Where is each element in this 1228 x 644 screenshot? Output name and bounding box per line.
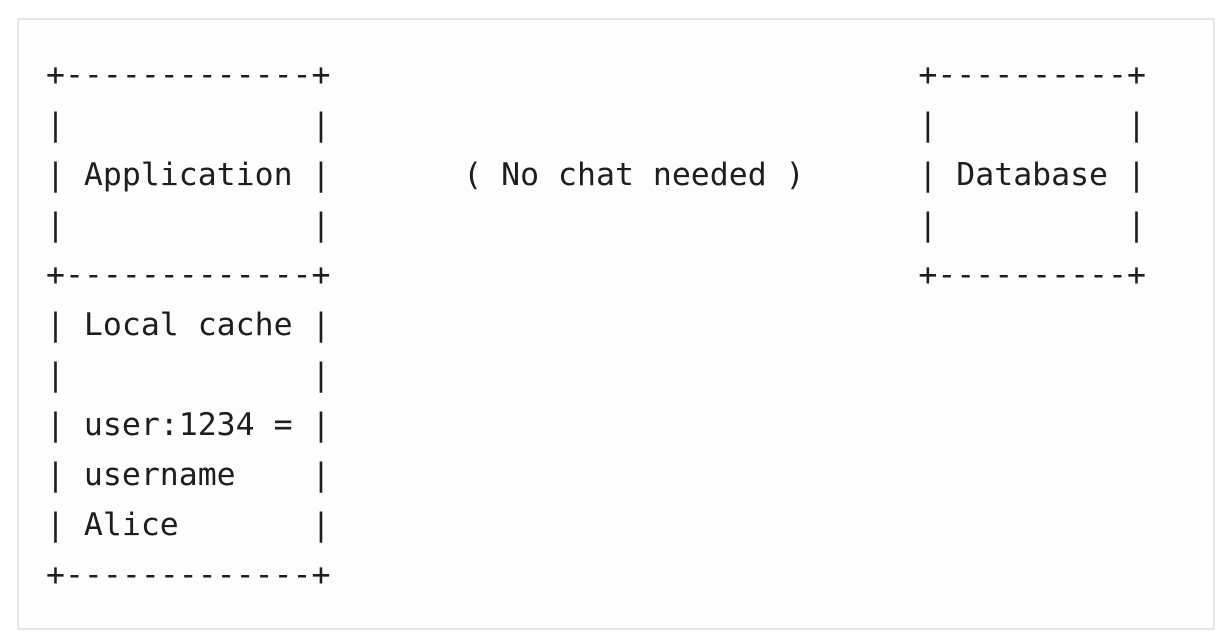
diagram-line-cache-key: | user:1234 = | [46, 407, 331, 443]
diagram-line-local-cache: | Local cache | [46, 307, 331, 343]
diagram-line-padding-2: | | | | [46, 207, 1146, 243]
diagram-line-bottom-border: +-------------+ [46, 557, 331, 593]
diagram-line-padding-1: | | | | [46, 107, 1146, 143]
diagram-frame [17, 18, 1215, 630]
diagram-line-cache-value: | Alice | [46, 507, 331, 543]
diagram-line-mid-borders: +-------------+ +----------+ [46, 257, 1146, 293]
diagram-line-cache-field: | username | [46, 457, 331, 493]
ascii-diagram: +-------------+ +----------+ | | | | | App… [46, 50, 1146, 600]
diagram-line-cache-padding: | | [46, 357, 331, 393]
diagram-line-top-borders: +-------------+ +----------+ [46, 57, 1146, 93]
diagram-line-application-database: | Application | ( No chat needed ) | Dat… [46, 157, 1146, 193]
